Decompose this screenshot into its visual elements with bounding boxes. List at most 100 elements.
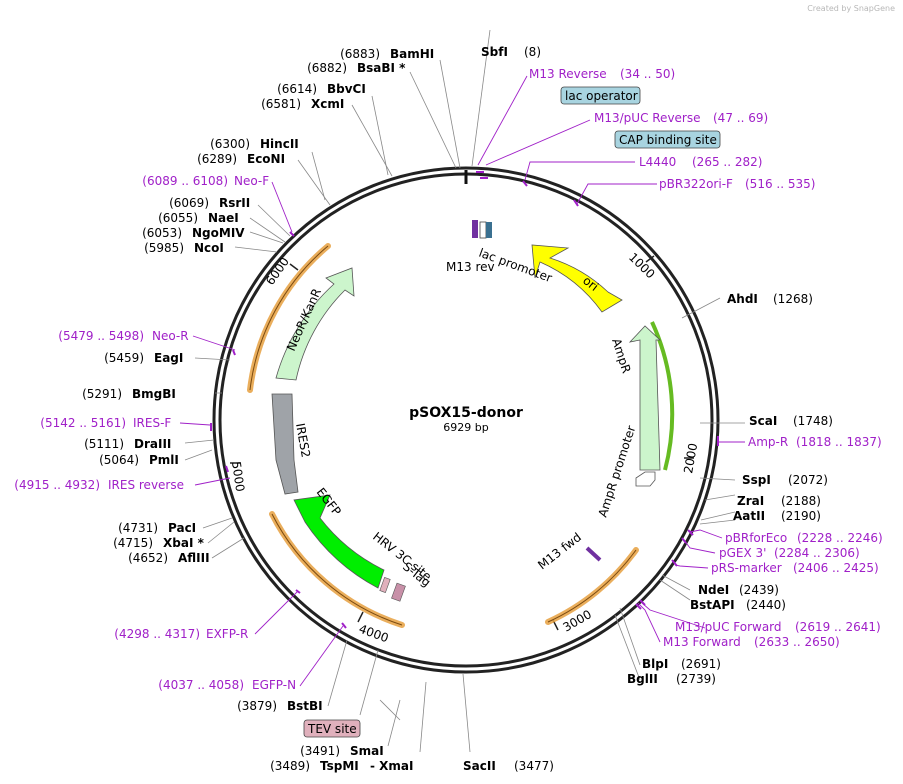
enzyme-rsrii-pos: (6069): [169, 196, 209, 210]
enzyme-aatii-pos: (2190): [781, 509, 821, 523]
enzyme-bglii-pos: (2739): [676, 672, 716, 686]
enzyme-bglii: BglII: [627, 672, 658, 686]
enzyme-tspmi: TspMI: [320, 759, 359, 773]
m13-rev-label: M13 rev: [446, 260, 495, 274]
enzyme-blpi: BlpI: [642, 657, 668, 671]
primer-pbrforeco: pBRforEco: [725, 531, 787, 545]
enzyme-ndei-pos: (2439): [739, 583, 779, 597]
enzyme-eagi: EagI: [154, 351, 183, 365]
primer-labels-right: M13 Reverse (34 .. 50) M13/pUC Reverse (…: [529, 67, 883, 649]
egfp-feature[interactable]: [293, 494, 385, 589]
primer-neo-r-range: (5479 .. 5498): [58, 329, 144, 343]
primer-amp-r: Amp-R: [748, 435, 788, 449]
primer-pbrforeco-range: (2228 .. 2246): [797, 531, 883, 545]
enzyme-ahdi: AhdI: [727, 292, 758, 306]
primer-pbr322ori-range: (516 .. 535): [745, 177, 815, 191]
orf-band-lines: [249, 245, 637, 626]
enzyme-rsrii: RsrII: [219, 196, 250, 210]
enzyme-aatii: AatII: [733, 509, 765, 523]
primer-ires-reverse: IRES reverse: [108, 478, 184, 492]
enzyme-ncoi: NcoI: [194, 241, 224, 255]
enzyme-xcmi: XcmI: [311, 97, 344, 111]
primer-l4440: L4440: [639, 155, 676, 169]
ori-feature[interactable]: [531, 244, 623, 313]
enzyme-pmli-pos: (5064): [99, 453, 139, 467]
m13-fwd-label: M13 fwd: [535, 530, 584, 572]
primer-pbr322ori: pBR322ori-F: [659, 177, 733, 191]
tick-5000: 5000: [229, 460, 247, 492]
primer-amp-r-range: (1818 .. 1837): [796, 435, 882, 449]
primer-ires-f-range: (5142 .. 5161): [40, 416, 126, 430]
primer-pgex3-range: (2284 .. 2306): [774, 546, 860, 560]
primer-m13puc-forward: M13/pUC Forward: [675, 620, 782, 634]
enzyme-bstbi-pos: (3879): [237, 699, 277, 713]
primer-labels-left: (6089 .. 6108) Neo-F (5479 .. 5498) Neo-…: [14, 174, 296, 692]
ires2-feature[interactable]: [271, 393, 299, 495]
lac-operator-label: lac operator: [565, 89, 638, 103]
enzyme-eagi-pos: (5459): [104, 351, 144, 365]
m13-rev-block: [472, 220, 478, 238]
enzyme-bmgbi-pos: (5291): [82, 387, 122, 401]
cap-site-label: CAP binding site: [619, 133, 717, 147]
primer-m13-forward-range: (2633 .. 2650): [754, 635, 840, 649]
enzyme-bamhi-pos: (6883): [340, 47, 380, 61]
primer-m13puc-forward-range: (2619 .. 2641): [795, 620, 881, 634]
primer-ires-reverse-range: (4915 .. 4932): [14, 478, 100, 492]
enzyme-pmli: PmlI: [149, 453, 179, 467]
backbone-outer: [212, 166, 720, 674]
ampr-promoter-feature[interactable]: [635, 471, 656, 487]
primer-prs-marker: pRS-marker: [711, 561, 782, 575]
primer-ires-f: IRES-F: [133, 416, 171, 430]
primer-egfp-n: EGFP-N: [252, 678, 296, 692]
primer-egfp-n-range: (4037 .. 4058): [158, 678, 244, 692]
cap-block: [486, 222, 492, 238]
neo-feature[interactable]: [275, 267, 355, 381]
enzyme-aflii-pos: (4652): [128, 551, 168, 565]
tick-2000: 2000: [681, 442, 700, 475]
primer-prs-marker-range: (2406 .. 2425): [793, 561, 879, 575]
enzyme-sbfi: SbfI: [481, 45, 508, 59]
plasmid-length: 6929 bp: [443, 421, 488, 434]
enzyme-bbvci: BbvCI: [327, 82, 366, 96]
enzyme-scai-pos: (1748): [793, 414, 833, 428]
enzyme-bstapi-pos: (2440): [746, 598, 786, 612]
enzyme-draiii: DraIII: [134, 437, 171, 451]
enzyme-bsabi-pos: (6882): [307, 61, 347, 75]
primer-neo-r: Neo-R: [152, 329, 189, 343]
tev-site-box[interactable]: [303, 719, 361, 738]
primer-exfp-r-range: (4298 .. 4317): [114, 627, 200, 641]
enzyme-smai: SmaI: [350, 744, 384, 758]
primer-leaders: [179, 75, 745, 687]
primer-neo-f-range: (6089 .. 6108): [142, 174, 228, 188]
enzyme-aflii: AflIII: [178, 551, 210, 565]
primer-m13-forward: M13 Forward: [663, 635, 741, 649]
ires2-label: IRES2: [293, 422, 313, 459]
lac-operator-box[interactable]: [560, 86, 641, 105]
enzyme-ncoi-pos: (5985): [144, 241, 184, 255]
tick-1000: 1000: [626, 250, 658, 281]
enzyme-sbfi-pos: (8): [524, 45, 541, 59]
enzyme-sacii-pos: (3477): [514, 759, 554, 773]
enzyme-labels-right: SbfI (8) AhdI (1268) ScaI (1748) SspI (2…: [481, 45, 833, 686]
enzyme-bbvci-pos: (6614): [277, 82, 317, 96]
enzyme-paci-pos: (4731): [118, 521, 158, 535]
enzyme-ahdi-pos: (1268): [773, 292, 813, 306]
m13-fwd-arrow: [585, 546, 602, 562]
primer-pgex3: pGEX 3': [719, 546, 766, 560]
enzyme-sacii: SacII: [463, 759, 496, 773]
primer-neo-f: Neo-F: [234, 174, 269, 188]
enzyme-econi: EcoNI: [247, 152, 285, 166]
enzyme-xbai: XbaI *: [163, 536, 205, 550]
enzyme-naei: NaeI: [208, 211, 239, 225]
ampr-promoter-label: AmpR promoter: [596, 424, 639, 519]
enzyme-bamhi: BamHI: [390, 47, 434, 61]
stag-block: [391, 582, 406, 602]
primer-l4440-range: (265 .. 282): [692, 155, 762, 169]
cap-site-box[interactable]: [614, 130, 721, 149]
ampr-feature[interactable]: [628, 325, 662, 471]
enzyme-zrai-pos: (2188): [781, 494, 821, 508]
primer-m13-reverse-range: (34 .. 50): [620, 67, 675, 81]
enzyme-xbai-pos: (4715): [113, 536, 153, 550]
enzyme-bstbi: BstBI: [287, 699, 323, 713]
